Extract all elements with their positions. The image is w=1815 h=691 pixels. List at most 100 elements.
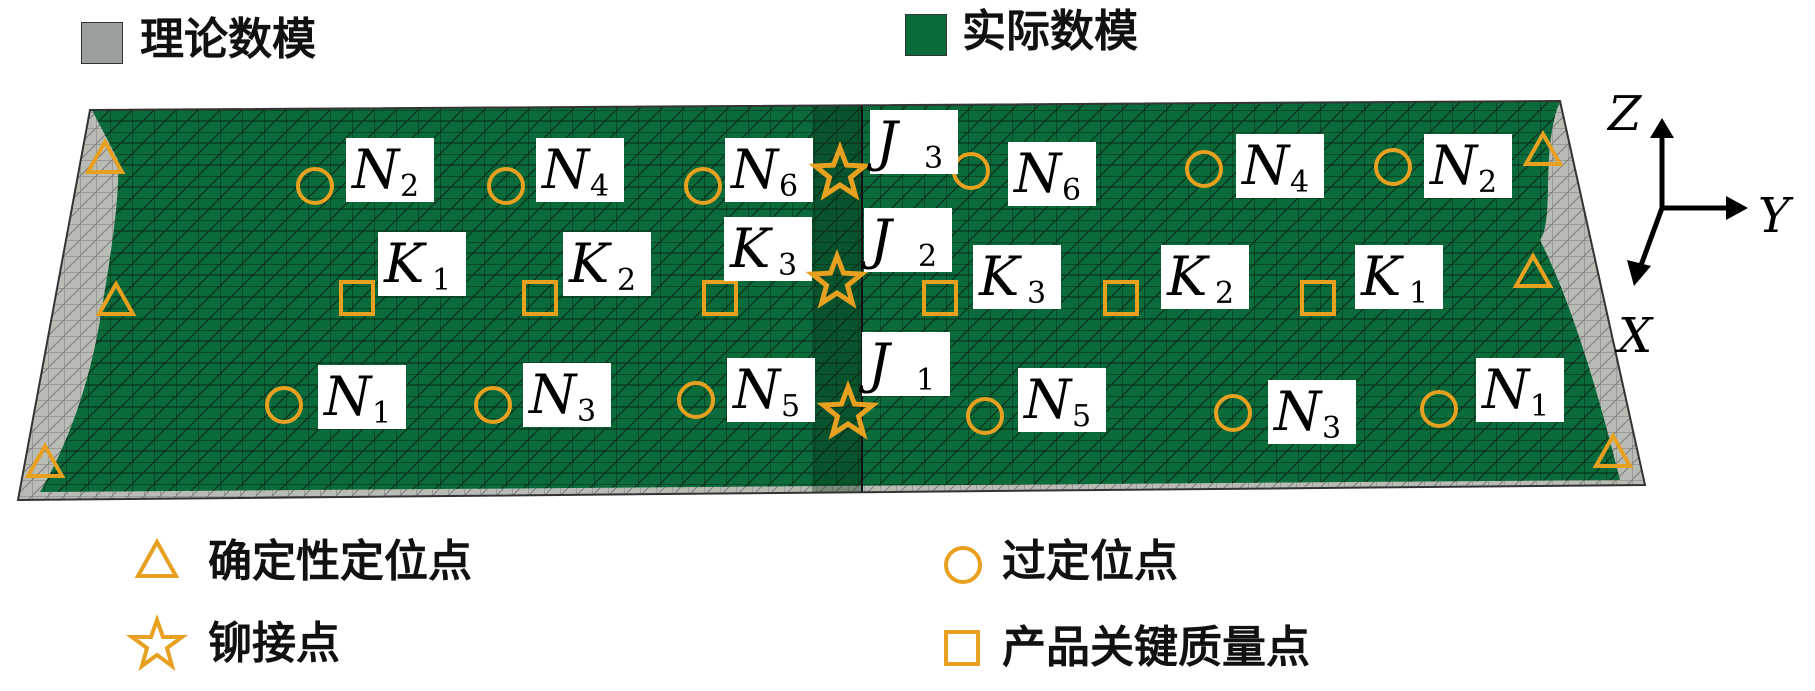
key-quality-point-label-bg [1161, 245, 1249, 309]
over-locator-marker [677, 381, 715, 419]
over-locator-marker [1214, 394, 1252, 432]
over-locator-label-text: N [1012, 142, 1063, 205]
over-locator-label-text: N [731, 358, 782, 421]
key-quality-point-label-text: K [568, 232, 612, 295]
over-locator-label-subscript: 3 [1322, 411, 1341, 446]
bottom-legend [125, 537, 982, 672]
rivet-point-label-subscript: 3 [924, 141, 943, 176]
key-quality-point-label-subscript: 2 [617, 263, 636, 298]
key-quality-point-marker [339, 280, 375, 316]
deterministic-locator-marker [24, 441, 66, 478]
key-quality-point-marker [1103, 280, 1139, 316]
over-locator-marker [966, 397, 1004, 435]
rivet-point-label-subscript: 2 [918, 239, 937, 274]
over-locator-marker [296, 167, 334, 205]
over-locator-legend-icon [944, 546, 982, 584]
deterministic-locator-legend-label: 确定性定位点 [208, 536, 472, 587]
actual-model-swatch [905, 14, 947, 56]
over-locator-label-subscript: 2 [1478, 165, 1497, 200]
deterministic-locator-marker [84, 137, 126, 174]
key-quality-point-label-bg [378, 232, 466, 296]
key-quality-point-label-text: K [1360, 245, 1404, 308]
over-locator-marker [474, 386, 512, 424]
key-quality-point-label-subscript: 3 [1027, 276, 1046, 311]
over-locator-label-subscript: 2 [400, 169, 419, 204]
over-locator-label-bg [536, 138, 624, 202]
rivet-point-legend-label: 铆接点 [208, 618, 340, 669]
key-quality-point-label-subscript: 1 [432, 263, 451, 298]
theoretical-model-swatch [81, 22, 123, 64]
over-locator-label-bg [1476, 358, 1564, 422]
key-quality-point-label-text: K [978, 245, 1022, 308]
key-quality-point-legend-icon [944, 630, 980, 666]
over-locator-label-bg [1236, 134, 1324, 198]
over-locator-label-subscript: 1 [1530, 389, 1549, 424]
x-axis-arrowhead [1627, 260, 1651, 286]
key-quality-point-legend-label: 产品关键质量点 [1002, 622, 1310, 673]
over-locator-label-subscript: 3 [577, 394, 596, 429]
deterministic-locator-legend-icon [134, 537, 180, 578]
rivet-point-label-bg [864, 208, 952, 272]
over-locator-label-bg [346, 138, 434, 202]
over-locator-label-bg [1424, 134, 1512, 198]
coordinate-axes: Z Y X [1606, 86, 1794, 364]
key-quality-point-label-bg [1355, 245, 1443, 309]
key-quality-point-label-text: K [729, 217, 773, 280]
over-locator-label-subscript: 4 [1290, 165, 1309, 200]
over-locator-label-text: N [527, 363, 578, 426]
over-locator-marker [684, 167, 722, 205]
rivet-point-label-subscript: 1 [916, 363, 935, 398]
y-axis-label: Y [1758, 188, 1794, 244]
y-axis-arrowhead [1726, 196, 1748, 220]
rivet-point-marker [816, 379, 880, 440]
x-axis-label: X [1614, 308, 1654, 364]
over-locator-label-bg [725, 138, 813, 202]
key-quality-point-label-subscript: 1 [1409, 276, 1428, 311]
key-quality-point-marker [1300, 280, 1336, 316]
over-locator-marker [1374, 148, 1412, 186]
rivet-point-label-bg [870, 110, 958, 174]
rivet-point-marker [805, 248, 869, 309]
over-locator-marker [1420, 390, 1458, 428]
over-locator-label-subscript: 6 [779, 169, 798, 204]
key-quality-point-label-bg [563, 232, 651, 296]
over-locator-label-subscript: 5 [781, 389, 800, 424]
over-locator-label-bg [1268, 380, 1356, 444]
theoretical-model-label: 理论数模 [140, 14, 316, 65]
over-locator-label-text: N [1272, 380, 1323, 443]
key-quality-point-label-subscript: 2 [1215, 276, 1234, 311]
over-locator-label-bg [523, 363, 611, 427]
rivet-point-marker [808, 140, 872, 201]
key-quality-point-label-text: K [383, 232, 427, 295]
over-locator-label-subscript: 5 [1072, 399, 1091, 434]
z-axis-arrowhead [1650, 118, 1674, 138]
over-locator-label-bg [1008, 142, 1096, 206]
over-locator-label-text: N [1240, 134, 1291, 197]
over-locator-label-text: N [1428, 134, 1479, 197]
over-locator-label-text: N [1022, 368, 1073, 431]
key-quality-point-label-bg [724, 217, 812, 281]
over-locator-legend-label: 过定位点 [1002, 536, 1178, 587]
over-locator-marker [487, 167, 525, 205]
over-locator-label-subscript: 4 [590, 169, 609, 204]
